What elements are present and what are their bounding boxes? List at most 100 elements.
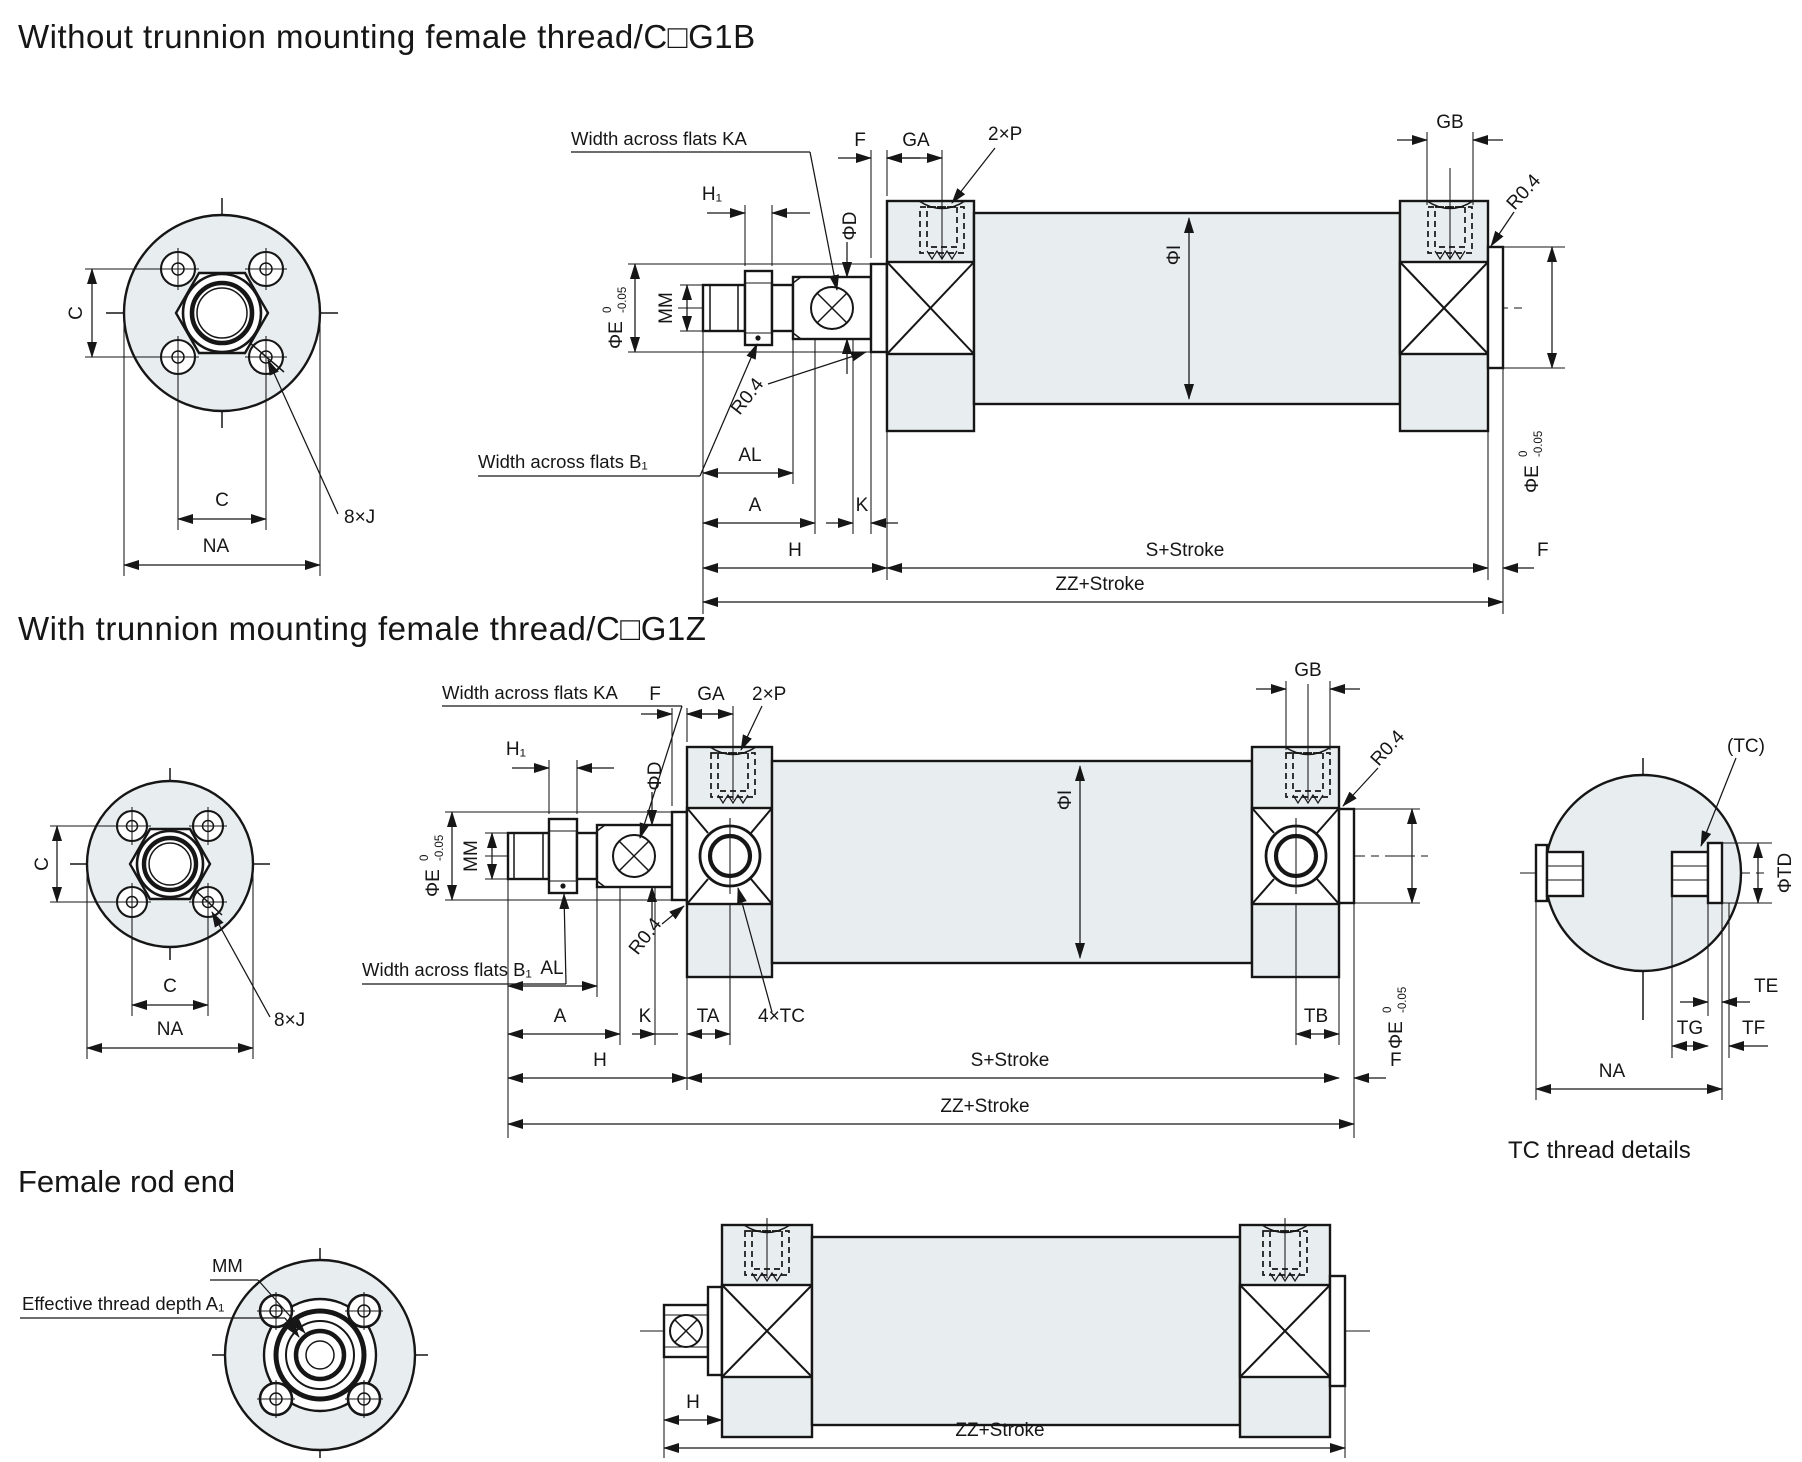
s2-label-flats-ka: Width across flats KA [442, 682, 618, 703]
s2-dim-c-horizontal: C [131, 921, 209, 1016]
s2-callout-b1: Width across flats B₁ [362, 893, 570, 985]
s1-label-phi-d: ΦD [840, 212, 861, 241]
s3-label-mm: MM [212, 1255, 243, 1276]
s2-cylinder-tube [770, 759, 1254, 965]
s1-label-zz-stroke: ZZ+Stroke [1055, 574, 1144, 595]
s2-label-2xp: 2×P [752, 684, 786, 705]
s1-side-view: ΦI Width across flats KA [478, 112, 1565, 614]
s2-flange-bolt-holes [113, 807, 227, 921]
s2-label-phi-e-tol-lo: -0.05 [434, 835, 446, 861]
s2-label-tc: (TC) [1727, 736, 1765, 757]
s1-dim-phi-e-right: ΦE 0 -0.05 [1503, 246, 1565, 493]
s1-label-c-horizontal: C [215, 490, 229, 511]
s2-tc-left-boss [1534, 843, 1585, 903]
s2-dim-na: NA [86, 869, 254, 1059]
s2-label-gb: GB [1294, 660, 1321, 681]
s1-callout-ka: Width across flats KA [571, 128, 840, 291]
s1-label-r04-top: R0.4 [1503, 170, 1546, 214]
s2-label-te: TE [1754, 976, 1778, 997]
section3-title: Female rod end [18, 1164, 235, 1199]
s1-label-phi-e-right-tol-lo: -0.05 [1533, 431, 1545, 457]
s2-label-zz-stroke: ZZ+Stroke [940, 1096, 1029, 1117]
s1-dim-a: A [702, 339, 816, 534]
s2-flange-view: C C NA 8×J [32, 768, 305, 1059]
s1-callout-b1: Width across flats B₁ [478, 343, 758, 477]
s2-label-r04-rod: R0.4 [625, 914, 667, 959]
s1-rear-cap [1398, 168, 1505, 433]
s2-label-tg: TG [1677, 1018, 1703, 1039]
s1-label-s-stroke: S+Stroke [1146, 540, 1225, 561]
s2-label-4xtc: 4×TC [758, 1006, 805, 1027]
s1-label-bore: ΦI [1164, 245, 1185, 265]
s2-label-c-vertical: C [32, 857, 53, 871]
s2-dim-zz-stroke: ZZ+Stroke [507, 1096, 1355, 1129]
s1-dim-mm: MM [656, 284, 703, 332]
s2-dim-ta: TA [686, 904, 731, 1045]
s2-label-ga: GA [697, 684, 725, 705]
s1-dim-ga: GA [886, 130, 943, 163]
s2-dim-h1: H₁ [506, 739, 614, 814]
s2-side-view: ΦI Width across flat [362, 660, 1428, 1138]
s2-label-bore: ΦI [1055, 790, 1076, 810]
s1-bolt-callout: 8×J [267, 359, 375, 528]
s2-bolt-callout: 8×J [211, 911, 305, 1031]
s2-dim-gb: GB [1256, 660, 1360, 750]
s2-label-phi-d: ΦD [645, 762, 666, 791]
s2-label-a: A [554, 1006, 567, 1027]
s2-callout-4xtc: 4×TC [737, 887, 805, 1027]
s2-dim-f-right: F [1353, 903, 1402, 1138]
s2-label-8xj: 8×J [274, 1010, 305, 1031]
s3-head-cap [720, 1218, 814, 1439]
s2-dim-phi-e-left: ΦE 0 -0.05 [419, 811, 672, 901]
s2-dim-tc-na: NA [1535, 901, 1723, 1100]
section-1: Without trunnion mounting female thread/… [18, 18, 1565, 614]
s2-label-r04-top: R0.4 [1367, 726, 1410, 770]
s2-label-phi-e-right-tol-lo: -0.05 [1397, 987, 1409, 1013]
s1-dim-gb: GB [1397, 112, 1503, 205]
s1-dim-zz-stroke: ZZ+Stroke [702, 574, 1504, 607]
s2-label-mm: MM [461, 840, 482, 872]
s1-cylinder-tube [972, 211, 1402, 406]
s3-label-depth: Effective thread depth A₁ [22, 1293, 224, 1314]
s2-dim-tb: TB [1295, 904, 1340, 1045]
s1-dim-k: K [826, 340, 898, 534]
s3-rod-assembly [662, 1285, 724, 1377]
s2-label-phi-e-tol-hi: 0 [419, 855, 431, 861]
s2-label-na: NA [157, 1019, 184, 1040]
s2-rod-assembly [506, 810, 689, 902]
s1-dim-s-stroke: S+Stroke [886, 368, 1489, 580]
s1-dim-phi-d: ΦD [840, 212, 861, 374]
s1-dim-c-vertical: C [66, 268, 170, 358]
s1-label-ga: GA [902, 130, 930, 151]
s2-callout-ka: Width across flats KA [442, 682, 683, 839]
s2-tc-callout: (TC) [1700, 736, 1765, 847]
s1-dim-c-horizontal: C [177, 378, 267, 530]
s3-side-view: H ZZ+Stroke [640, 1218, 1372, 1458]
s3-flange-view: MM Effective thread depth A₁ [20, 1248, 428, 1458]
s3-callout-depth: Effective thread depth A₁ [20, 1293, 300, 1338]
s2-label-k: K [639, 1006, 652, 1027]
s1-callout-2xp: 2×P [951, 124, 1022, 204]
s1-dim-bore: ΦI [1164, 217, 1194, 400]
s1-label-gb: GB [1436, 112, 1463, 133]
s1-label-f-right: F [1537, 540, 1549, 561]
s2-label-f-right: F [1390, 1050, 1402, 1071]
s1-dim-na: NA [123, 318, 321, 576]
s1-label-mm: MM [656, 292, 677, 324]
s1-label-al: AL [738, 445, 761, 466]
s1-label-2xp: 2×P [988, 124, 1022, 145]
s2-label-h1: H₁ [506, 739, 526, 760]
s1-callout-r04-rod: R0.4 [727, 351, 867, 419]
s1-label-phi-e-tol-hi: 0 [602, 307, 614, 313]
s3-flange-bolt-holes [257, 1292, 383, 1418]
s2-label-f-top: F [649, 684, 661, 705]
s1-rod-assembly [701, 262, 889, 354]
s3-label-h: H [686, 1392, 700, 1413]
s1-label-k: K [856, 495, 869, 516]
s2-label-tf: TF [1742, 1018, 1765, 1039]
s2-dim-tg: TG [1671, 896, 1709, 1058]
s3-callout-mm: MM [210, 1255, 306, 1334]
s2-label-phi-td: ΦTD [1775, 853, 1796, 894]
